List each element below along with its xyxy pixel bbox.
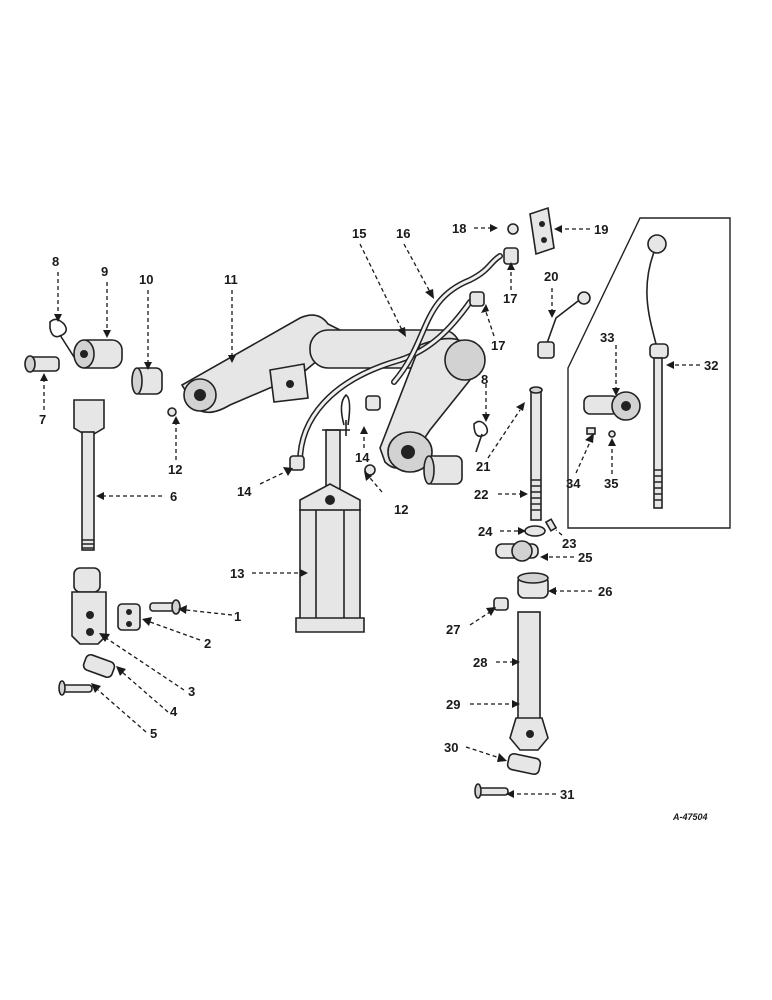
callout-30: 30 bbox=[444, 740, 458, 755]
callout-25: 25 bbox=[578, 550, 592, 565]
callout-20: 20 bbox=[544, 269, 558, 284]
part-link-20 bbox=[537, 291, 591, 359]
part-elbow-14-left bbox=[289, 455, 305, 471]
callout-13: 13 bbox=[230, 566, 244, 581]
part-bushing-10 bbox=[131, 367, 163, 395]
callout-16: 16 bbox=[396, 226, 410, 241]
part-collar-26 bbox=[517, 572, 549, 599]
callout-5: 5 bbox=[150, 726, 157, 741]
part-oring-18 bbox=[507, 223, 519, 235]
part-pin-23 bbox=[544, 518, 558, 532]
part-hose-16 bbox=[391, 253, 503, 385]
part-fitting-17-upper bbox=[503, 247, 519, 265]
part-nut-12-left bbox=[167, 407, 177, 417]
drawing-code: A-47504 bbox=[672, 812, 708, 822]
part-bushing-30 bbox=[506, 752, 542, 776]
part-fitting-17-lower bbox=[469, 291, 485, 307]
part-pin-5 bbox=[58, 680, 93, 696]
part-pin-34 bbox=[586, 427, 596, 435]
part-cotter-pin-8-left bbox=[49, 318, 75, 358]
part-swivel-25 bbox=[495, 540, 539, 562]
callout-17-upper: 17 bbox=[503, 291, 517, 306]
part-clevis-9 bbox=[73, 339, 123, 369]
callout-14-right: 14 bbox=[355, 450, 370, 465]
leader-lines bbox=[40, 224, 700, 798]
part-clevis-3 bbox=[71, 567, 107, 645]
part-washer-24 bbox=[524, 525, 546, 537]
part-elbow-14-right bbox=[365, 395, 381, 411]
callout-14-left: 14 bbox=[237, 484, 252, 499]
callout-15: 15 bbox=[352, 226, 366, 241]
part-cotter-pin-8-right bbox=[473, 420, 489, 453]
callout-21: 21 bbox=[476, 459, 490, 474]
callout-34: 34 bbox=[566, 476, 581, 491]
part-bushing-4 bbox=[82, 653, 116, 679]
part-hose-15 bbox=[297, 299, 473, 465]
part-pin-7 bbox=[24, 355, 60, 373]
callout-9: 9 bbox=[101, 264, 108, 279]
callout-23: 23 bbox=[562, 536, 576, 551]
part-bushing-right bbox=[423, 455, 463, 485]
callout-17-lower: 17 bbox=[491, 338, 505, 353]
callout-12-left: 12 bbox=[168, 462, 182, 477]
callout-6: 6 bbox=[170, 489, 177, 504]
callout-26: 26 bbox=[598, 584, 612, 599]
part-block-2 bbox=[117, 603, 141, 631]
callout-7: 7 bbox=[39, 412, 46, 427]
callout-29: 29 bbox=[446, 697, 460, 712]
part-lift-link-29 bbox=[509, 611, 549, 751]
part-rockshaft-arm-right bbox=[379, 337, 486, 473]
callout-2: 2 bbox=[204, 636, 211, 651]
part-rod-22 bbox=[529, 386, 543, 521]
part-pin-1 bbox=[149, 599, 181, 615]
callout-12-right: 12 bbox=[394, 502, 408, 517]
part-block-19 bbox=[529, 206, 555, 256]
part-ball-35 bbox=[608, 430, 616, 438]
callout-18: 18 bbox=[452, 221, 466, 236]
part-rod-6 bbox=[73, 399, 105, 551]
callout-8-right: 8 bbox=[481, 372, 488, 387]
callout-22: 22 bbox=[474, 487, 488, 502]
callout-1: 1 bbox=[234, 609, 241, 624]
part-setscrew-27 bbox=[493, 597, 509, 611]
callout-24: 24 bbox=[478, 524, 493, 539]
callout-3: 3 bbox=[188, 684, 195, 699]
callout-19: 19 bbox=[594, 222, 608, 237]
lever-inset-frame bbox=[567, 217, 731, 529]
part-lever-32 bbox=[646, 234, 669, 509]
callout-4: 4 bbox=[170, 704, 178, 719]
callout-31: 31 bbox=[560, 787, 574, 802]
part-cylinder-13 bbox=[295, 393, 365, 633]
callout-32: 32 bbox=[704, 358, 718, 373]
callout-10: 10 bbox=[139, 272, 153, 287]
part-pin-31 bbox=[474, 783, 509, 799]
callout-8-left: 8 bbox=[52, 254, 59, 269]
callout-35: 35 bbox=[604, 476, 618, 491]
callout-27: 27 bbox=[446, 622, 460, 637]
callout-28: 28 bbox=[473, 655, 487, 670]
callout-33: 33 bbox=[600, 330, 614, 345]
callout-11: 11 bbox=[224, 272, 238, 287]
part-socket-33 bbox=[583, 391, 641, 421]
